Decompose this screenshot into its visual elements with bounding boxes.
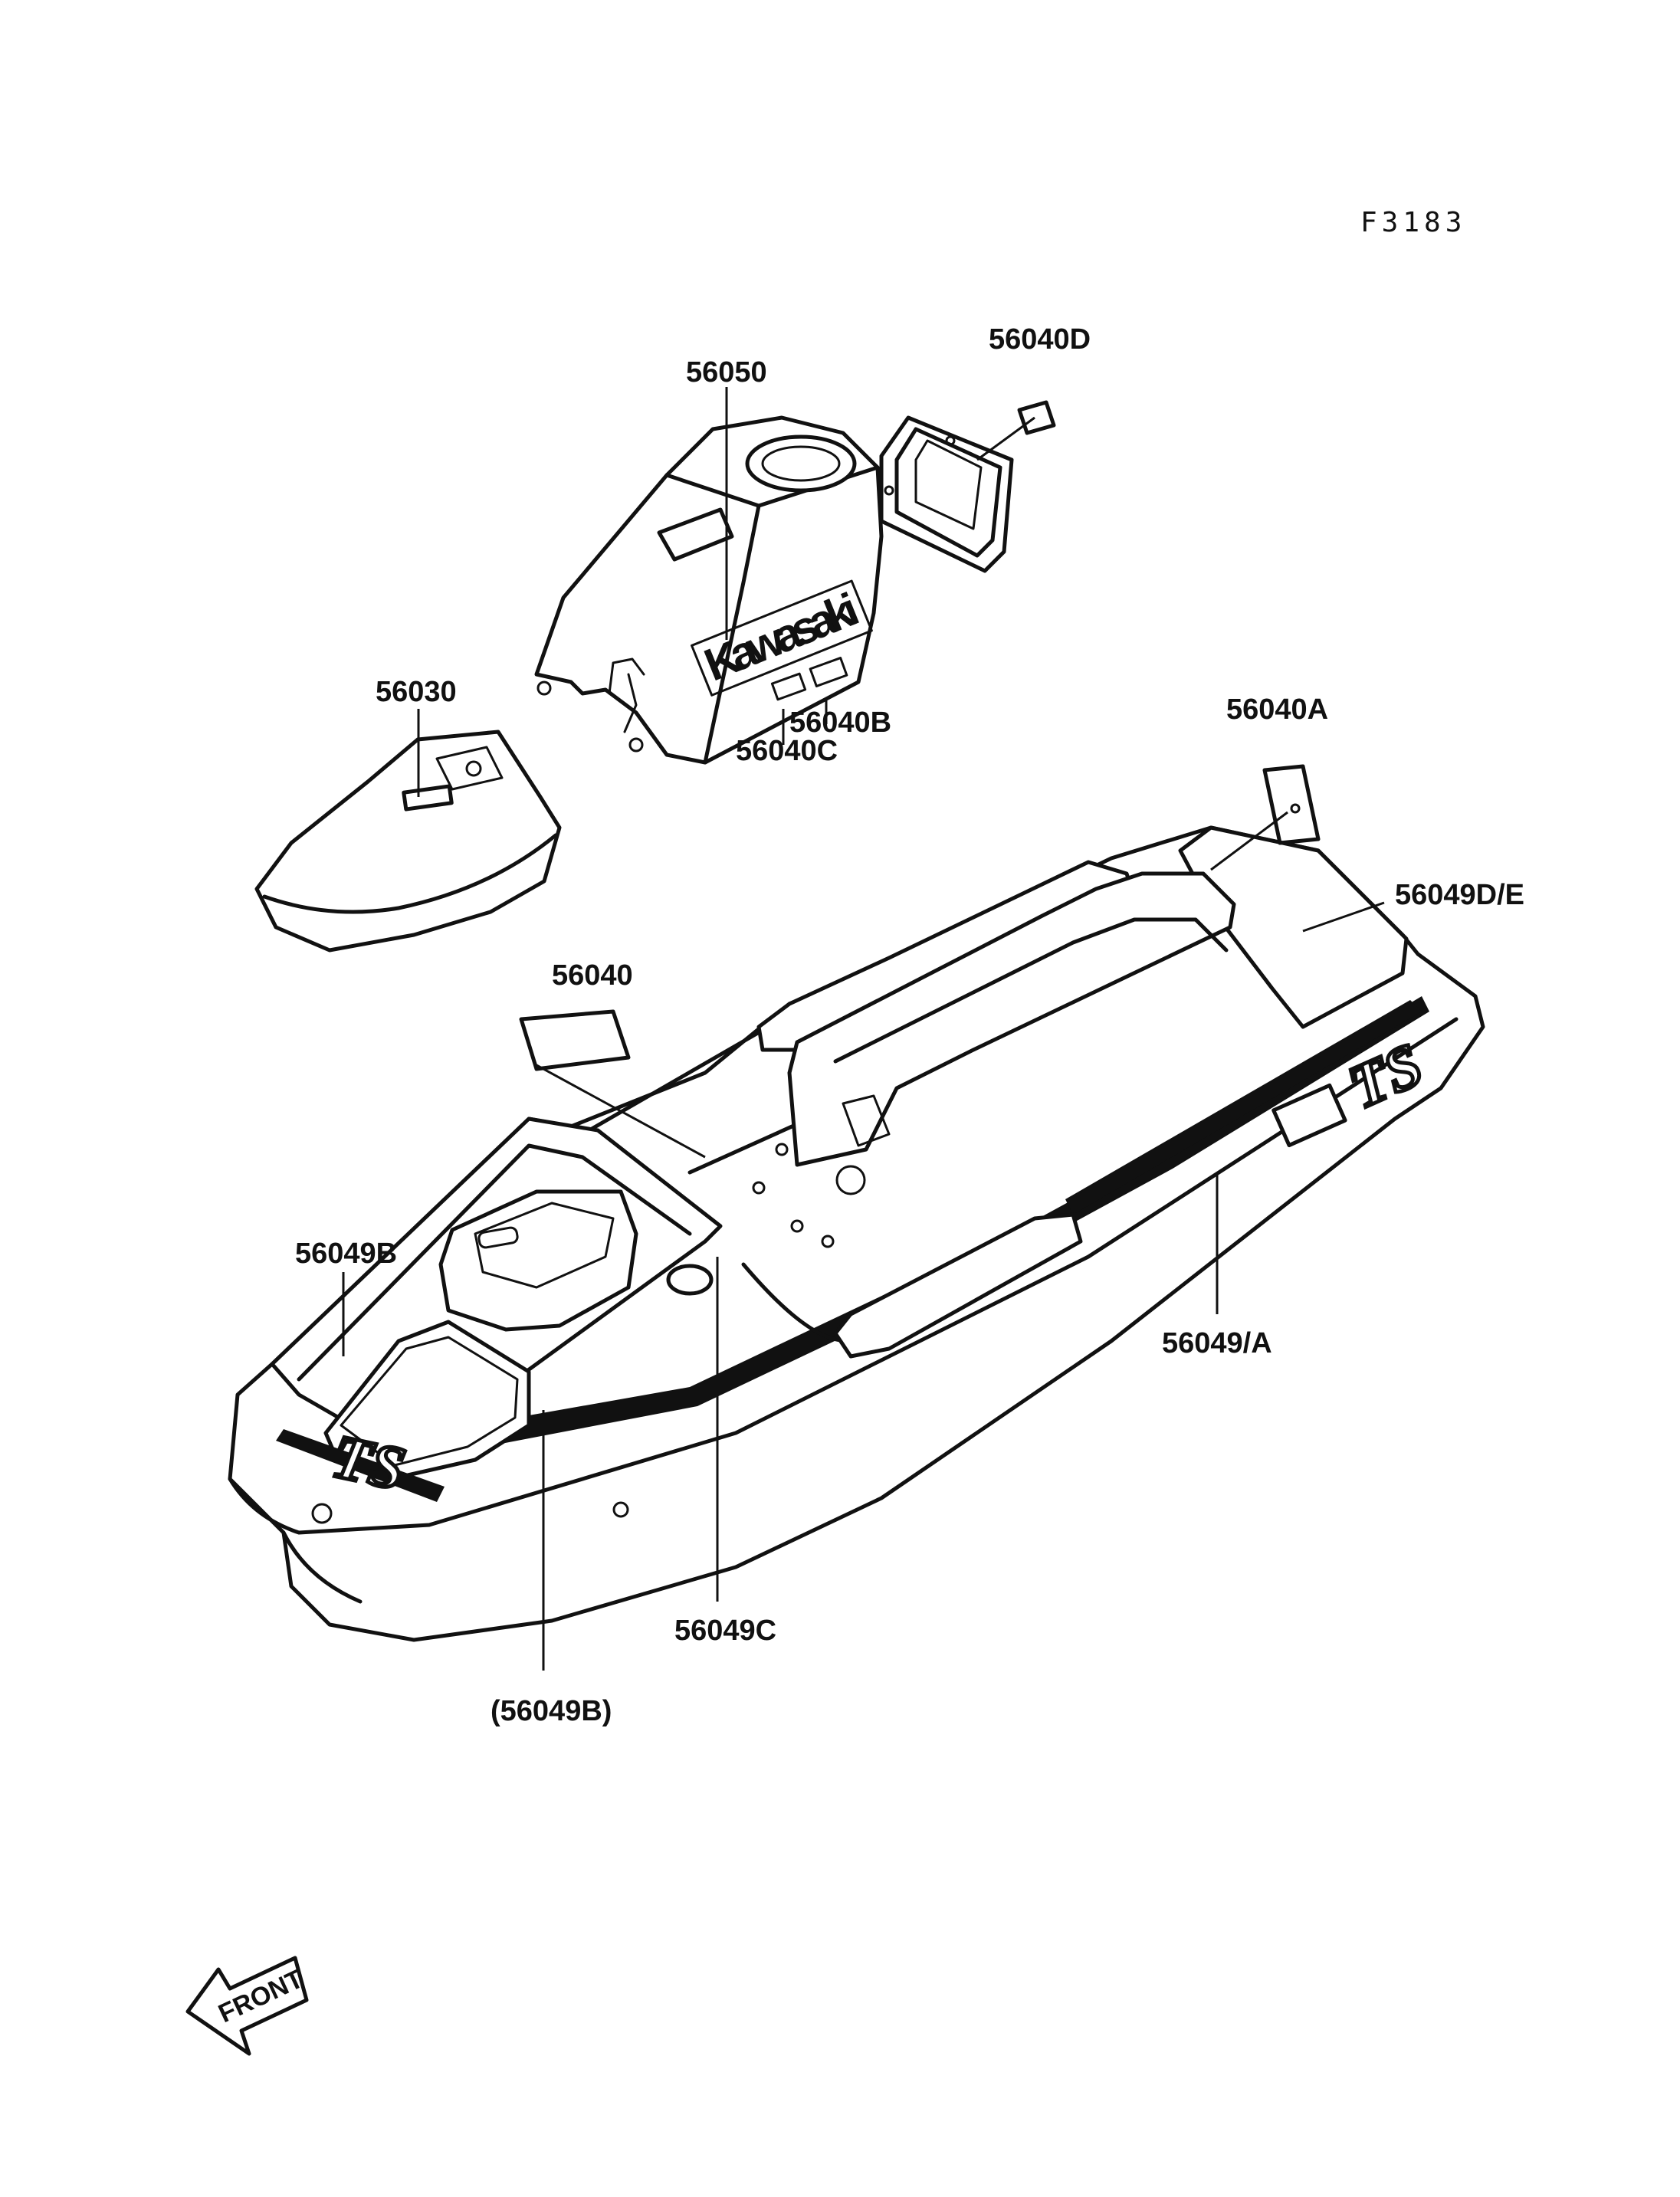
label-56049b: 56049B xyxy=(295,1238,397,1270)
hull: TS TS xyxy=(228,825,1485,1642)
storage-lid xyxy=(879,400,1056,573)
label-56040b: 56040B xyxy=(789,707,891,739)
bow-model-decal: TS xyxy=(326,1423,411,1503)
label-56049de: 56049D/E xyxy=(1395,879,1524,911)
figure-code: F3183 xyxy=(1360,207,1466,238)
label-56049b-ref: (56049B) xyxy=(491,1695,612,1727)
label-56040c: 56040C xyxy=(736,735,838,767)
label-56030: 56030 xyxy=(376,676,457,708)
decal-56040 xyxy=(519,1009,631,1071)
label-56040d: 56040D xyxy=(989,323,1091,356)
label-56049c: 56049C xyxy=(674,1615,776,1647)
label-56050: 56050 xyxy=(686,356,767,389)
label-56049a: 56049/A xyxy=(1162,1327,1272,1359)
label-56040: 56040 xyxy=(552,959,633,992)
seat xyxy=(254,730,562,953)
front-direction-arrow: FRONT xyxy=(185,1956,309,2056)
label-56040a: 56040A xyxy=(1226,694,1328,726)
engine-hood: Kawasaki xyxy=(534,415,884,765)
decal-56040a xyxy=(1262,764,1321,845)
